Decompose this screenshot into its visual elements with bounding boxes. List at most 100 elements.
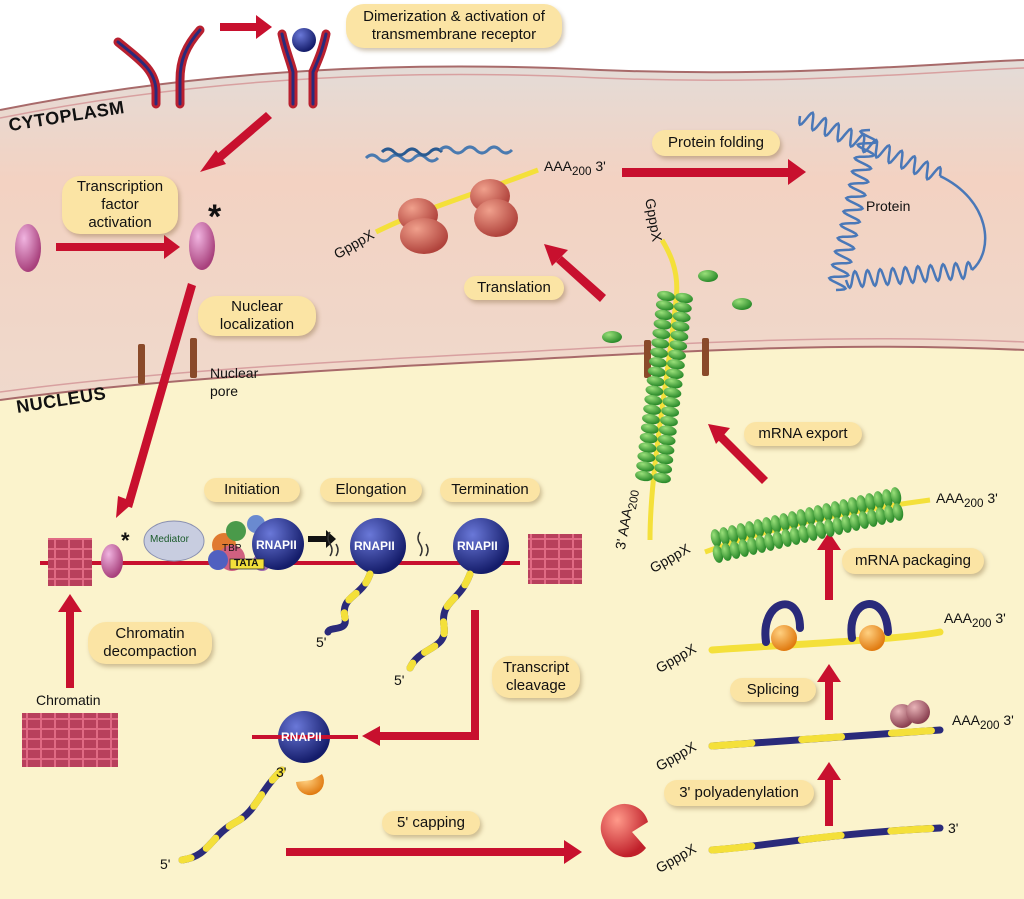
- packaging-protein-bead: [651, 338, 670, 349]
- packaging-protein-bead: [662, 397, 681, 408]
- rnapii-elongation: [350, 518, 406, 574]
- packaging-protein-bead: [841, 515, 852, 533]
- packaging-protein-bead: [669, 340, 688, 351]
- step-initiation: Initiation: [204, 478, 300, 502]
- packaging-protein-bead: [772, 531, 784, 549]
- rnapii-initiation-label: RNAPII: [256, 538, 297, 552]
- step-protein-folding: Protein folding: [652, 130, 780, 156]
- packaging-protein-bead: [650, 347, 668, 359]
- packaging-protein-bead: [646, 376, 665, 387]
- packaging-protein-bead: [779, 513, 790, 531]
- packaging-protein-bead: [867, 509, 878, 527]
- chromatin-label: Chromatin: [36, 692, 101, 708]
- step-nuclear-localization: Nuclear localization: [198, 296, 316, 336]
- packaging-protein-bead: [658, 425, 677, 436]
- packaging-protein-bead: [822, 503, 833, 521]
- asterisk-active-tf: *: [208, 198, 222, 236]
- packaging-protein-bead: [721, 543, 732, 561]
- packaging-protein-bead: [745, 521, 756, 539]
- packaging-protein-bead: [673, 302, 692, 313]
- packaging-protein-bead: [666, 359, 685, 370]
- exported-mrnp: [635, 290, 693, 484]
- packaging-protein-bead: [858, 511, 869, 529]
- tbp-label: TBP: [222, 543, 242, 554]
- packaging-protein-bead: [856, 495, 867, 513]
- spliced-mrna: [708, 600, 944, 654]
- active-transcription-factor: [189, 222, 215, 270]
- packaging-protein-bead: [873, 491, 885, 509]
- tata-label: TATA: [234, 558, 259, 569]
- packaging-protein-bead: [849, 513, 861, 531]
- packaging-protein-bead: [796, 509, 807, 527]
- packaging-protein-bead: [671, 321, 690, 332]
- packaging-protein-bead: [661, 406, 680, 417]
- packaging-protein-bead: [770, 515, 782, 533]
- packaging-protein-bead: [798, 525, 809, 543]
- packaging-protein-bead: [657, 434, 676, 446]
- step-tf-activation: Transcription factor activation: [62, 176, 178, 234]
- three-prime-capped: 3': [948, 820, 959, 836]
- packaging-protein-bead: [668, 349, 686, 361]
- packaging-protein-bead: [655, 300, 674, 311]
- packaging-protein-bead: [755, 535, 767, 553]
- packaging-protein-bead: [813, 505, 825, 523]
- packaging-protein-bead: [805, 507, 816, 525]
- packaging-protein-bead: [653, 319, 672, 330]
- packaging-protein-bead: [762, 517, 773, 535]
- protein-helix: [844, 260, 974, 290]
- step-translation: Translation: [464, 276, 564, 300]
- packaging-protein-bead: [892, 503, 904, 521]
- packaging-protein-bead: [660, 415, 678, 427]
- packaging-protein-bead: [847, 497, 859, 515]
- nuclear-pore-left: [138, 344, 145, 384]
- packaging-protein-bead: [637, 451, 656, 463]
- asterisk-bound-tf: *: [121, 528, 131, 553]
- packaging-protein-bead: [665, 368, 684, 379]
- step-termination: Termination: [440, 478, 540, 502]
- packaging-protein-bead: [652, 328, 671, 340]
- packaging-protein-bead: [643, 404, 662, 415]
- capping-enzyme: [600, 803, 648, 858]
- packaging-protein-bead: [832, 517, 844, 535]
- packaging-protein-bead: [882, 489, 893, 507]
- packaging-protein-bead: [675, 292, 693, 304]
- three-prime-released: 3': [276, 764, 287, 780]
- receptor-dimer: [277, 28, 331, 109]
- inactive-transcription-factor: [15, 224, 41, 272]
- nuclear-pore-label: Nuclear pore: [210, 365, 259, 399]
- step-polyadenylation: 3' polyadenylation: [664, 780, 814, 806]
- step-splicing: Splicing: [730, 678, 816, 702]
- polya-packaged: AAA200 3': [936, 490, 998, 510]
- packaging-proteins: [710, 487, 904, 563]
- packaging-protein-bead: [719, 527, 730, 545]
- protein-label: Protein: [866, 198, 911, 214]
- packaging-protein-bead: [647, 366, 666, 377]
- protein-helix: [827, 128, 879, 292]
- packaging-protein-bead: [712, 545, 724, 563]
- packaging-protein-bead: [875, 507, 887, 525]
- packaging-protein-bead: [764, 533, 775, 551]
- packaging-protein-bead: [638, 442, 657, 453]
- preinitiation-complex: [143, 515, 336, 571]
- mediator-label: Mediator: [150, 534, 189, 545]
- packaging-protein-bead: [736, 523, 747, 541]
- rnapii-termination-label: RNAPII: [457, 539, 498, 553]
- protein-helix: [798, 111, 942, 181]
- packaging-protein-bead: [865, 493, 876, 511]
- packaging-protein-bead: [727, 525, 739, 543]
- rnapii-termination: [453, 518, 509, 574]
- packaging-protein-bead: [787, 511, 799, 529]
- packaging-protein-bead: [640, 423, 659, 434]
- bound-transcription-factor: [101, 544, 123, 578]
- packaging-protein-bead: [839, 499, 850, 517]
- five-prime-released: 5': [160, 856, 171, 872]
- polya-translating: AAA200 3': [544, 158, 606, 178]
- packaging-protein-bead: [824, 519, 835, 537]
- five-prime-elongation: 5': [316, 634, 327, 650]
- packaging-protein-bead: [781, 529, 792, 547]
- packaging-protein-bead: [670, 330, 689, 342]
- packaging-protein-bead: [672, 311, 691, 323]
- step-elongation: Elongation: [320, 478, 422, 502]
